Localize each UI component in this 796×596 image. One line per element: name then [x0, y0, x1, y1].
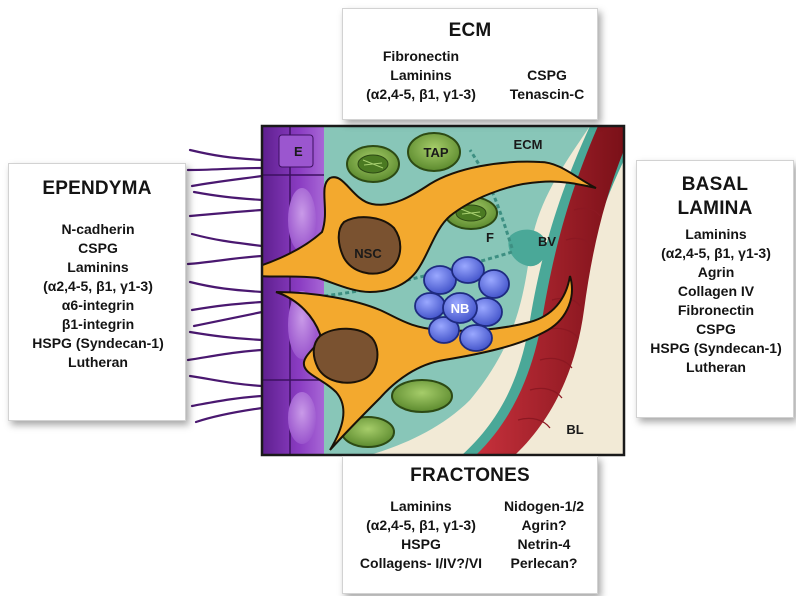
- ecm-list-right: CSPG Tenascin-C: [497, 66, 597, 104]
- label-f: F: [486, 230, 494, 245]
- fractones-item: Agrin?: [493, 516, 595, 535]
- ependyma-item: α6-integrin: [9, 296, 187, 315]
- tap-cell-4: [392, 380, 452, 412]
- cilia: [188, 150, 262, 422]
- basal-lamina-box: BASAL LAMINA Laminins (α2,4-5, β1, γ1-3)…: [636, 160, 794, 418]
- basal-lamina-item: Collagen IV: [637, 282, 795, 301]
- ecm-list-left: Fibronectin Laminins (α2,4-5, β1, γ1-3): [351, 47, 491, 104]
- fractones-box: FRACTONES Laminins (α2,4-5, β1, γ1-3) HS…: [342, 456, 598, 594]
- fractones-title: FRACTONES: [343, 465, 597, 487]
- ependyma-item: (α2,4-5, β1, γ1-3): [9, 277, 187, 296]
- tap-cell-1: [347, 146, 399, 182]
- fractones-item: (α2,4-5, β1, γ1-3): [349, 516, 493, 535]
- ecm-box: ECM Fibronectin Laminins (α2,4-5, β1, γ1…: [342, 8, 598, 120]
- fractones-item: Collagens- I/IV?/VI: [349, 554, 493, 573]
- label-tap: TAP: [423, 145, 448, 160]
- ependyma-item: β1-integrin: [9, 315, 187, 334]
- basal-lamina-item: Agrin: [637, 263, 795, 282]
- ecm-title: ECM: [343, 20, 597, 42]
- ependymal-nucleus-3: [288, 392, 316, 444]
- basal-lamina-item: CSPG: [637, 320, 795, 339]
- label-bv: BV: [538, 234, 556, 249]
- basal-lamina-item: Lutheran: [637, 358, 795, 377]
- basal-lamina-item: HSPG (Syndecan-1): [637, 339, 795, 358]
- ecm-item: (α2,4-5, β1, γ1-3): [351, 85, 491, 104]
- basal-lamina-title: BASAL LAMINA: [637, 173, 793, 221]
- fractones-list-left: Laminins (α2,4-5, β1, γ1-3) HSPG Collage…: [349, 497, 493, 573]
- ecm-item: Fibronectin: [351, 47, 491, 66]
- ecm-item: Laminins: [351, 66, 491, 85]
- ependyma-item: Laminins: [9, 258, 187, 277]
- fractones-item: Perlecan?: [493, 554, 595, 573]
- ependyma-title: EPENDYMA: [9, 178, 185, 200]
- basal-lamina-item: Fibronectin: [637, 301, 795, 320]
- nsc-lower-nucleus: [314, 329, 378, 383]
- basal-lamina-item: Laminins: [637, 225, 795, 244]
- fractones-item: Nidogen-1/2: [493, 497, 595, 516]
- label-bl: BL: [566, 422, 583, 437]
- label-e: E: [294, 144, 303, 159]
- ependyma-item: Lutheran: [9, 353, 187, 372]
- fractones-item: Netrin-4: [493, 535, 595, 554]
- ependyma-item: N-cadherin: [9, 220, 187, 239]
- basal-lamina-item: (α2,4-5, β1, γ1-3): [637, 244, 795, 263]
- basal-lamina-title-line: BASAL: [637, 173, 793, 197]
- fractones-item: HSPG: [349, 535, 493, 554]
- ependyma-list: N-cadherin CSPG Laminins (α2,4-5, β1, γ1…: [9, 220, 187, 372]
- fractones-item: Laminins: [349, 497, 493, 516]
- label-ecm: ECM: [514, 137, 543, 152]
- ecm-item: Tenascin-C: [497, 85, 597, 104]
- ependyma-item: HSPG (Syndecan-1): [9, 334, 187, 353]
- basal-lamina-title-line: LAMINA: [637, 197, 793, 221]
- label-nb: NB: [451, 301, 470, 316]
- basal-lamina-list: Laminins (α2,4-5, β1, γ1-3) Agrin Collag…: [637, 225, 795, 377]
- label-nsc: NSC: [354, 246, 382, 261]
- ependyma-item: CSPG: [9, 239, 187, 258]
- ependyma-box: EPENDYMA N-cadherin CSPG Laminins (α2,4-…: [8, 163, 186, 421]
- ecm-item: CSPG: [497, 66, 597, 85]
- fractones-list-right: Nidogen-1/2 Agrin? Netrin-4 Perlecan?: [493, 497, 595, 573]
